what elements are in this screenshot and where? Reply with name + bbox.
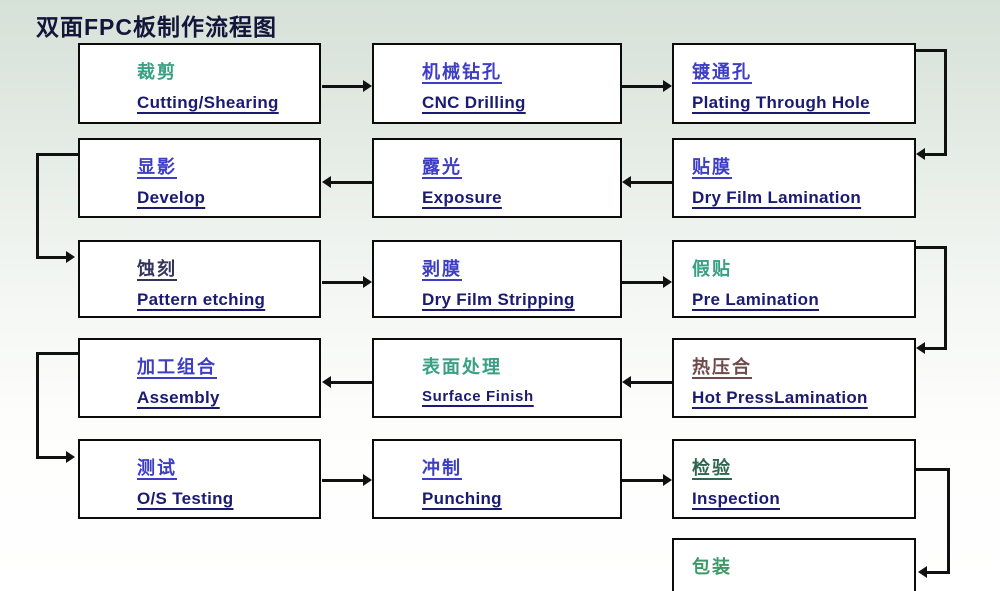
arrow-right-icon [66,451,75,463]
hot-press-lamination-label-en: Hot PressLamination [692,388,868,407]
cutting-label-zh: 裁剪 [137,62,177,82]
pattern-etching-label-zh: 蚀刻 [137,259,177,279]
flow-box-os-testing: 测试 O/S Testing [78,439,321,519]
arrow-left-icon [916,342,925,354]
flow-connector-line [322,479,364,482]
packing-label-zh: 包装 [692,557,732,577]
flow-connector-line [36,256,67,259]
dry-film-stripping-label-zh: 剥膜 [422,259,462,279]
arrow-right-icon [663,276,672,288]
flow-box-assembly: 加工组合 Assembly [78,338,321,418]
arrow-right-icon [363,276,372,288]
flow-box-cutting: 裁剪 Cutting/Shearing [78,43,321,124]
pre-lamination-label-zh: 假贴 [692,259,732,279]
flow-box-exposure: 露光 Exposure [372,138,622,218]
inspection-label-zh: 检验 [692,458,732,478]
flow-box-pattern-etching: 蚀刻 Pattern etching [78,240,321,318]
flow-connector-line [331,181,372,184]
flow-connector-line [36,153,78,156]
dry-film-lamination-label-zh: 贴膜 [692,157,732,177]
flow-connector-line [925,153,947,156]
flow-connector-line [944,246,947,350]
assembly-label-zh: 加工组合 [137,357,217,377]
arrow-right-icon [66,251,75,263]
flow-connector-line [322,281,364,284]
cnc-drilling-label-en: CNC Drilling [422,93,526,112]
flow-box-hot-press-lamination: 热压合 Hot PressLamination [672,338,916,418]
flow-box-plating-through-hole: 镀通孔 Plating Through Hole [672,43,916,124]
surface-finish-label-en: Surface Finish [422,388,534,405]
arrow-left-icon [622,376,631,388]
flow-connector-line [631,381,672,384]
flow-box-punching: 冲制 Punching [372,439,622,519]
os-testing-label-en: O/S Testing [137,489,234,508]
flow-connector-line [947,468,950,573]
surface-finish-label-zh: 表面处理 [422,357,502,377]
arrow-left-icon [916,148,925,160]
arrow-right-icon [663,80,672,92]
flow-connector-line [631,181,672,184]
flow-connector-line [622,479,664,482]
flow-connector-line [331,381,372,384]
flow-box-inspection: 检验 Inspection [672,439,916,519]
exposure-label-zh: 露光 [422,157,462,177]
flow-box-cnc-drilling: 机械钻孔 CNC Drilling [372,43,622,124]
inspection-label-en: Inspection [692,489,781,508]
dry-film-stripping-label-en: Dry Film Stripping [422,290,575,309]
arrow-left-icon [322,376,331,388]
arrow-right-icon [663,474,672,486]
flow-connector-line [622,85,664,88]
flow-connector-line [925,347,947,350]
dry-film-lamination-label-en: Dry Film Lamination [692,188,862,207]
assembly-label-en: Assembly [137,388,220,407]
flow-box-develop: 显影 Develop [78,138,321,218]
flow-connector-line [944,49,947,156]
flow-connector-line [36,153,39,259]
flow-box-dry-film-lamination: 贴膜 Dry Film Lamination [672,138,916,218]
arrow-right-icon [363,474,372,486]
plating-through-hole-label-zh: 镀通孔 [692,62,752,82]
develop-label-zh: 显影 [137,157,177,177]
flow-connector-line [916,49,947,52]
page-title: 双面FPC板制作流程图 [36,14,277,40]
develop-label-en: Develop [137,188,206,207]
flow-connector-line [927,571,950,574]
flow-box-dry-film-stripping: 剥膜 Dry Film Stripping [372,240,622,318]
pre-lamination-label-en: Pre Lamination [692,290,820,309]
os-testing-label-zh: 测试 [137,458,177,478]
punching-label-en: Punching [422,489,502,508]
pattern-etching-label-en: Pattern etching [137,290,266,309]
flow-box-packing: 包装 [672,538,916,591]
flow-box-pre-lamination: 假贴 Pre Lamination [672,240,916,318]
flow-connector-line [36,352,39,459]
flow-box-surface-finish: 表面处理 Surface Finish [372,338,622,418]
flow-connector-line [916,468,950,471]
cnc-drilling-label-zh: 机械钻孔 [422,62,502,82]
hot-press-lamination-label-zh: 热压合 [692,357,752,377]
flow-connector-line [622,281,664,284]
punching-label-zh: 冲制 [422,458,462,478]
flow-connector-line [322,85,364,88]
flow-connector-line [36,352,78,355]
arrow-left-icon [322,176,331,188]
arrow-left-icon [622,176,631,188]
arrow-left-icon [918,566,927,578]
arrow-right-icon [363,80,372,92]
flow-connector-line [36,456,67,459]
cutting-label-en: Cutting/Shearing [137,93,279,112]
flow-connector-line [916,246,947,249]
plating-through-hole-label-en: Plating Through Hole [692,93,870,112]
exposure-label-en: Exposure [422,188,502,207]
